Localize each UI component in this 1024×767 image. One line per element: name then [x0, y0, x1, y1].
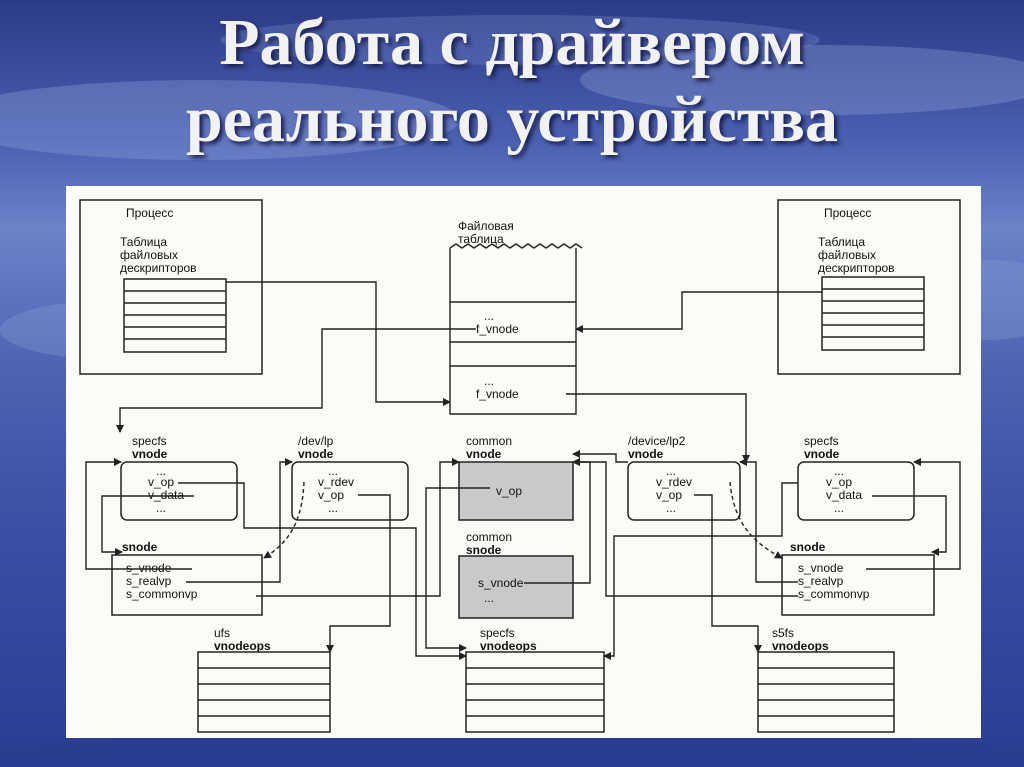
pointer-arrows	[85, 281, 961, 660]
common-snode-line1: common	[466, 530, 512, 544]
process-left-box	[79, 199, 263, 375]
dev-lp-vnode-line1: /dev/lp	[298, 434, 334, 448]
file-table-line2: таблица	[458, 232, 504, 246]
common-vnode-box	[458, 461, 574, 521]
specfs-vnodeops-line1: specfs	[480, 626, 515, 640]
s5fs-vnodeops-line1: s5fs	[772, 626, 794, 640]
fd-table-left	[123, 278, 227, 353]
process-left-label: Процесс	[126, 206, 173, 220]
slide-title: Работа с драйвером реального устройства	[0, 0, 1024, 158]
diagram-figure: Процесс Таблица файловых дескрипторов Пр…	[66, 186, 981, 738]
fd-table-right-line1: Таблица	[818, 235, 865, 249]
file-table-f-vnode-1: f_vnode	[476, 322, 519, 336]
specfs-vnode-left-line1: specfs	[132, 434, 167, 448]
snode-left-box	[111, 554, 263, 616]
ufs-vnodeops: ufs vnodeops	[197, 626, 331, 733]
file-table-line1: Файловая	[458, 219, 514, 233]
snode-left-s-commonvp: s_commonvp	[126, 587, 198, 601]
ufs-vnodeops-line2: vnodeops	[214, 639, 271, 653]
specfs-vnode-right-line1: specfs	[804, 434, 839, 448]
specfs-vnode-left: specfs vnode ... v_op v_data ...	[120, 434, 238, 521]
ufs-vnodeops-line1: ufs	[214, 626, 230, 640]
specfs-vnodeops-line2: vnodeops	[480, 639, 537, 653]
common-snode: common snode s_vnode ...	[458, 530, 574, 619]
specfs-vnodeops: specfs vnodeops	[465, 626, 605, 733]
fd-table-left-line2: файловых	[120, 248, 178, 262]
dev-lp-vnode-dots2: ...	[328, 501, 338, 515]
dev-lp-vnode-line2: vnode	[298, 447, 334, 461]
process-left: Процесс Таблица файловых дескрипторов	[79, 199, 263, 375]
fd-table-right-line3: дескрипторов	[818, 261, 895, 275]
snode-right-s-realvp: s_realvp	[798, 574, 844, 588]
snode-right: snode s_vnode s_realvp s_commonvp	[781, 540, 935, 616]
fd-table-right	[821, 276, 925, 351]
file-table: Файловая таблица ... f_vnode ... f_vnode	[449, 219, 583, 415]
file-table-dots-1: ...	[484, 309, 494, 323]
dev-lp-vnode-v-op: v_op	[318, 488, 344, 502]
device-lp2-vnode-line1: /device/lp2	[628, 434, 686, 448]
specfs-vnode-left-v-op: v_op	[148, 475, 174, 489]
specfs-vnode-right-dots1: ...	[834, 464, 844, 478]
snode-right-s-commonvp: s_commonvp	[798, 587, 870, 601]
file-table-dots-2: ...	[484, 374, 494, 388]
fd-table-left-line3: дескрипторов	[120, 261, 197, 275]
snode-right-s-vnode: s_vnode	[798, 561, 844, 575]
title-line-1: Работа с драйвером	[219, 6, 805, 79]
device-lp2-vnode-dots2: ...	[666, 501, 676, 515]
device-lp2-vnode-line2: vnode	[628, 447, 664, 461]
dev-lp-vnode: /dev/lp vnode ... v_rdev v_op ...	[291, 434, 409, 521]
specfs-vnode-right: specfs vnode ... v_op v_data ...	[797, 434, 915, 521]
common-snode-line2: snode	[466, 543, 502, 557]
s5fs-vnodeops: s5fs vnodeops	[757, 626, 895, 733]
process-right-box	[777, 199, 961, 375]
snode-left: snode s_vnode s_realvp s_commonvp	[111, 540, 263, 616]
common-vnode-line1: common	[466, 434, 512, 448]
specfs-vnode-left-dots1: ...	[156, 464, 166, 478]
specfs-vnode-right-v-data: v_data	[826, 488, 862, 502]
device-lp2-vnode: /device/lp2 vnode ... v_rdev v_op ...	[627, 434, 741, 521]
common-snode-box	[458, 555, 574, 619]
specfs-vnode-left-line2: vnode	[132, 447, 168, 461]
snode-right-label: snode	[790, 540, 826, 554]
device-lp2-vnode-v-op: v_op	[656, 488, 682, 502]
fd-table-left-line1: Таблица	[120, 235, 167, 249]
device-lp2-vnode-v-rdev: v_rdev	[656, 475, 692, 489]
process-right-label: Процесс	[824, 206, 871, 220]
specfs-vnode-right-line2: vnode	[804, 447, 840, 461]
common-vnode: common vnode v_op	[458, 434, 574, 521]
fd-table-right-line2: файловых	[818, 248, 876, 262]
common-vnode-line2: vnode	[466, 447, 502, 461]
common-snode-s-vnode: s_vnode	[478, 576, 524, 590]
common-vnode-v-op: v_op	[496, 484, 522, 498]
snode-right-box	[781, 554, 935, 616]
specfs-vnode-right-v-op: v_op	[826, 475, 852, 489]
specfs-vnode-left-dots2: ...	[156, 501, 166, 515]
driver-structure-diagram: Процесс Таблица файловых дескрипторов Пр…	[79, 199, 961, 733]
s5fs-vnodeops-line2: vnodeops	[772, 639, 829, 653]
common-snode-dots: ...	[484, 591, 494, 605]
snode-left-label: snode	[122, 540, 158, 554]
process-right: Процесс Таблица файловых дескрипторов	[777, 199, 961, 375]
title-line-2: реального устройства	[186, 83, 838, 157]
device-lp2-vnode-dots1: ...	[666, 464, 676, 478]
dev-lp-vnode-v-rdev: v_rdev	[318, 475, 354, 489]
dev-lp-vnode-dots1: ...	[328, 464, 338, 478]
snode-left-s-realvp: s_realvp	[126, 574, 172, 588]
snode-left-s-vnode: s_vnode	[126, 561, 172, 575]
specfs-vnode-right-dots2: ...	[834, 501, 844, 515]
specfs-vnode-left-v-data: v_data	[148, 488, 184, 502]
file-table-f-vnode-2: f_vnode	[476, 387, 519, 401]
